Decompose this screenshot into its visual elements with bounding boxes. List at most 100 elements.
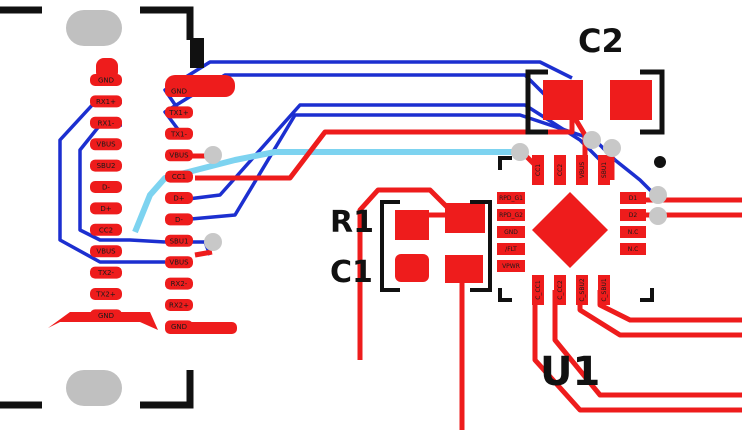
u1-pin1-marker <box>654 156 666 168</box>
r1-c1-footprint: R1 C1 <box>330 200 492 292</box>
u1-pin-pad <box>598 275 610 305</box>
u1-pin-pad <box>576 275 588 305</box>
via <box>649 207 667 225</box>
usb-left-pin-label: D- <box>102 184 110 192</box>
u1-pin-label: C_CC2 <box>557 280 564 300</box>
u1-pin-pad <box>554 155 566 185</box>
usb-left-pin-pad <box>90 159 122 172</box>
u1-pin-label: /FLT <box>505 246 517 253</box>
usb-left-pin-pad <box>90 288 122 300</box>
vias <box>204 131 667 251</box>
usb-right-pin-column: GNDTX1+TX1-VBUSCC1D+D-SBU1VBUSRX2-RX2+GN… <box>165 85 193 333</box>
top-trace <box>552 290 742 398</box>
usb-right-pin-label: TX1+ <box>168 109 189 117</box>
mounting-slot-top <box>66 10 122 46</box>
via <box>603 139 621 157</box>
r1-designator: R1 <box>330 205 374 240</box>
u1-pin-label: CC1 <box>535 164 542 176</box>
u1-pin-label: CC2 <box>557 164 564 176</box>
usb-left-pin-pad <box>90 181 122 193</box>
usb-right-pin-pad <box>165 149 193 162</box>
u1-pin-label: N.C <box>628 246 639 253</box>
r1-pad-left <box>395 210 429 240</box>
usb-left-pin-pad <box>90 202 122 215</box>
connector-tab <box>190 38 204 68</box>
u1-pin-pad <box>576 155 588 185</box>
usb-right-pin-label: RX2+ <box>169 302 189 310</box>
usb-left-pin-pad <box>90 245 122 258</box>
usb-right-pin-pad <box>165 127 193 140</box>
connector-outline <box>140 6 194 40</box>
usb-right-pin-label: GND <box>171 88 187 96</box>
via <box>204 233 222 251</box>
u1-pin-pad <box>497 243 525 255</box>
u1-designator: U1 <box>540 349 600 395</box>
via <box>511 143 529 161</box>
connector-outline <box>140 370 194 409</box>
u1-pin-pad <box>554 275 566 305</box>
usb-right-pin-pad <box>165 234 193 247</box>
usb-right-pin-label: VBUS <box>169 152 189 160</box>
u1-pin-pad <box>532 155 544 185</box>
usb-left-pin-pad <box>90 95 122 108</box>
usb-right-pin-label: D- <box>175 216 183 224</box>
u1-pin-label: VBUS <box>579 162 586 179</box>
c1-pad-left <box>395 254 429 282</box>
u1-pin-pad <box>497 226 525 238</box>
u1-pin-label: RPD_G2 <box>499 212 523 219</box>
u1-pin-label: C_SBU1 <box>601 278 608 302</box>
c2-pad-right <box>610 80 652 120</box>
u1-silk-corner <box>498 288 512 302</box>
usb-right-pin-pad <box>165 213 193 226</box>
usb-left-pin-label: TX2- <box>97 269 115 277</box>
usb-left-pin-pad <box>90 266 122 279</box>
u1-pin-pad <box>620 226 646 238</box>
highlight-trace <box>132 149 522 234</box>
u1-pin-pad <box>598 155 610 185</box>
top-trace <box>194 249 213 258</box>
u1-pin-label: SBU1 <box>601 162 608 178</box>
c1-designator: C1 <box>330 255 373 290</box>
via <box>204 146 222 164</box>
usb-left-pin-label: RX1- <box>98 119 115 127</box>
u1-silk-corner <box>640 288 654 302</box>
u1-pin-label: RPD_G1 <box>499 195 523 202</box>
usb-right-pin-pad <box>165 106 193 119</box>
c2-footprint: C2 <box>525 22 665 135</box>
usb-left-pin-label: D+ <box>100 205 111 213</box>
usb-right-pin-label: GND <box>171 323 187 331</box>
u1-pin-label: VPWR <box>502 263 520 270</box>
u1-pin-pad <box>620 243 646 255</box>
usb-right-pin-pad <box>165 170 193 183</box>
usb-left-pin-label: TX2+ <box>95 291 116 299</box>
usb-right-pin-label: CC1 <box>172 173 186 181</box>
u1-pin-label: N.C <box>628 229 639 236</box>
u1-pin-label: GND <box>504 229 518 236</box>
u1-pin-label: D2 <box>629 212 638 219</box>
usb-left-pin-pad <box>90 116 122 129</box>
c2-pad-left <box>543 80 583 120</box>
c1-pad-right <box>445 255 483 283</box>
usb-left-pin-label: GND <box>98 77 114 85</box>
usb-left-pin-label: VBUS <box>96 141 116 149</box>
u1-pin-pad <box>497 260 525 272</box>
rc-silk-left <box>380 200 400 292</box>
bottom-trace <box>163 60 573 113</box>
u1-pin-pad <box>497 209 525 221</box>
usb-left-pin-pad <box>90 223 122 236</box>
u1-pin-label: D1 <box>629 195 638 202</box>
usb-left-pin-label: CC2 <box>99 226 113 234</box>
usb-left-pin-pad <box>90 74 122 86</box>
r1-pad-right <box>445 203 485 233</box>
usb-right-pin-pad <box>165 85 193 97</box>
top-trace <box>195 100 575 181</box>
u1-pin-label: C_CC1 <box>535 280 542 300</box>
u1-pin-label: C_SBU2 <box>579 278 586 302</box>
usb-left-pin-pad <box>90 309 122 322</box>
usb-left-pin-label: VBUS <box>96 248 116 256</box>
mounting-slot-bottom <box>66 370 122 406</box>
usb-right-pin-label: SBU1 <box>170 237 189 245</box>
usb-left-pin-label: RX1+ <box>96 98 116 106</box>
